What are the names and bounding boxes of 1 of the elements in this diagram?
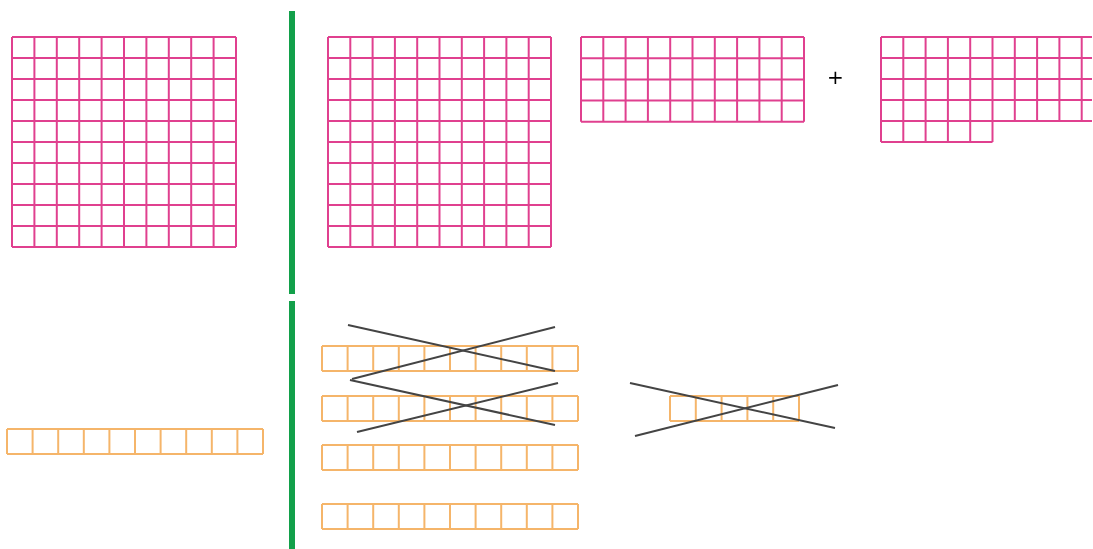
plus-sign: + (827, 67, 844, 87)
